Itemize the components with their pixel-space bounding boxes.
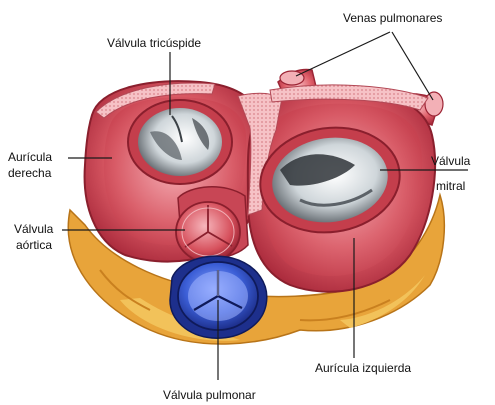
label-valvula-aortica-line2: aórtica [16,238,52,252]
tricuspid-valve [128,100,232,184]
label-valvula-pulmonar: Válvula pulmonar [163,388,256,402]
leader-venas-pulmonares-left [296,32,390,76]
label-valvula-aortica-line1: Válvula [14,222,54,236]
label-auricula-izquierda: Aurícula izquierda [315,361,411,375]
label-valvula-mitral-line2: mitral [436,179,465,193]
label-venas-pulmonares: Venas pulmonares [343,11,442,25]
label-auricula-derecha-line1: Aurícula [8,150,52,164]
aortic-valve [176,187,248,262]
label-auricula-derecha-line2: derecha [8,166,52,180]
label-valvula-mitral-line1: Válvula [431,154,471,168]
label-valvula-tricuspide: Válvula tricúspide [107,36,201,50]
